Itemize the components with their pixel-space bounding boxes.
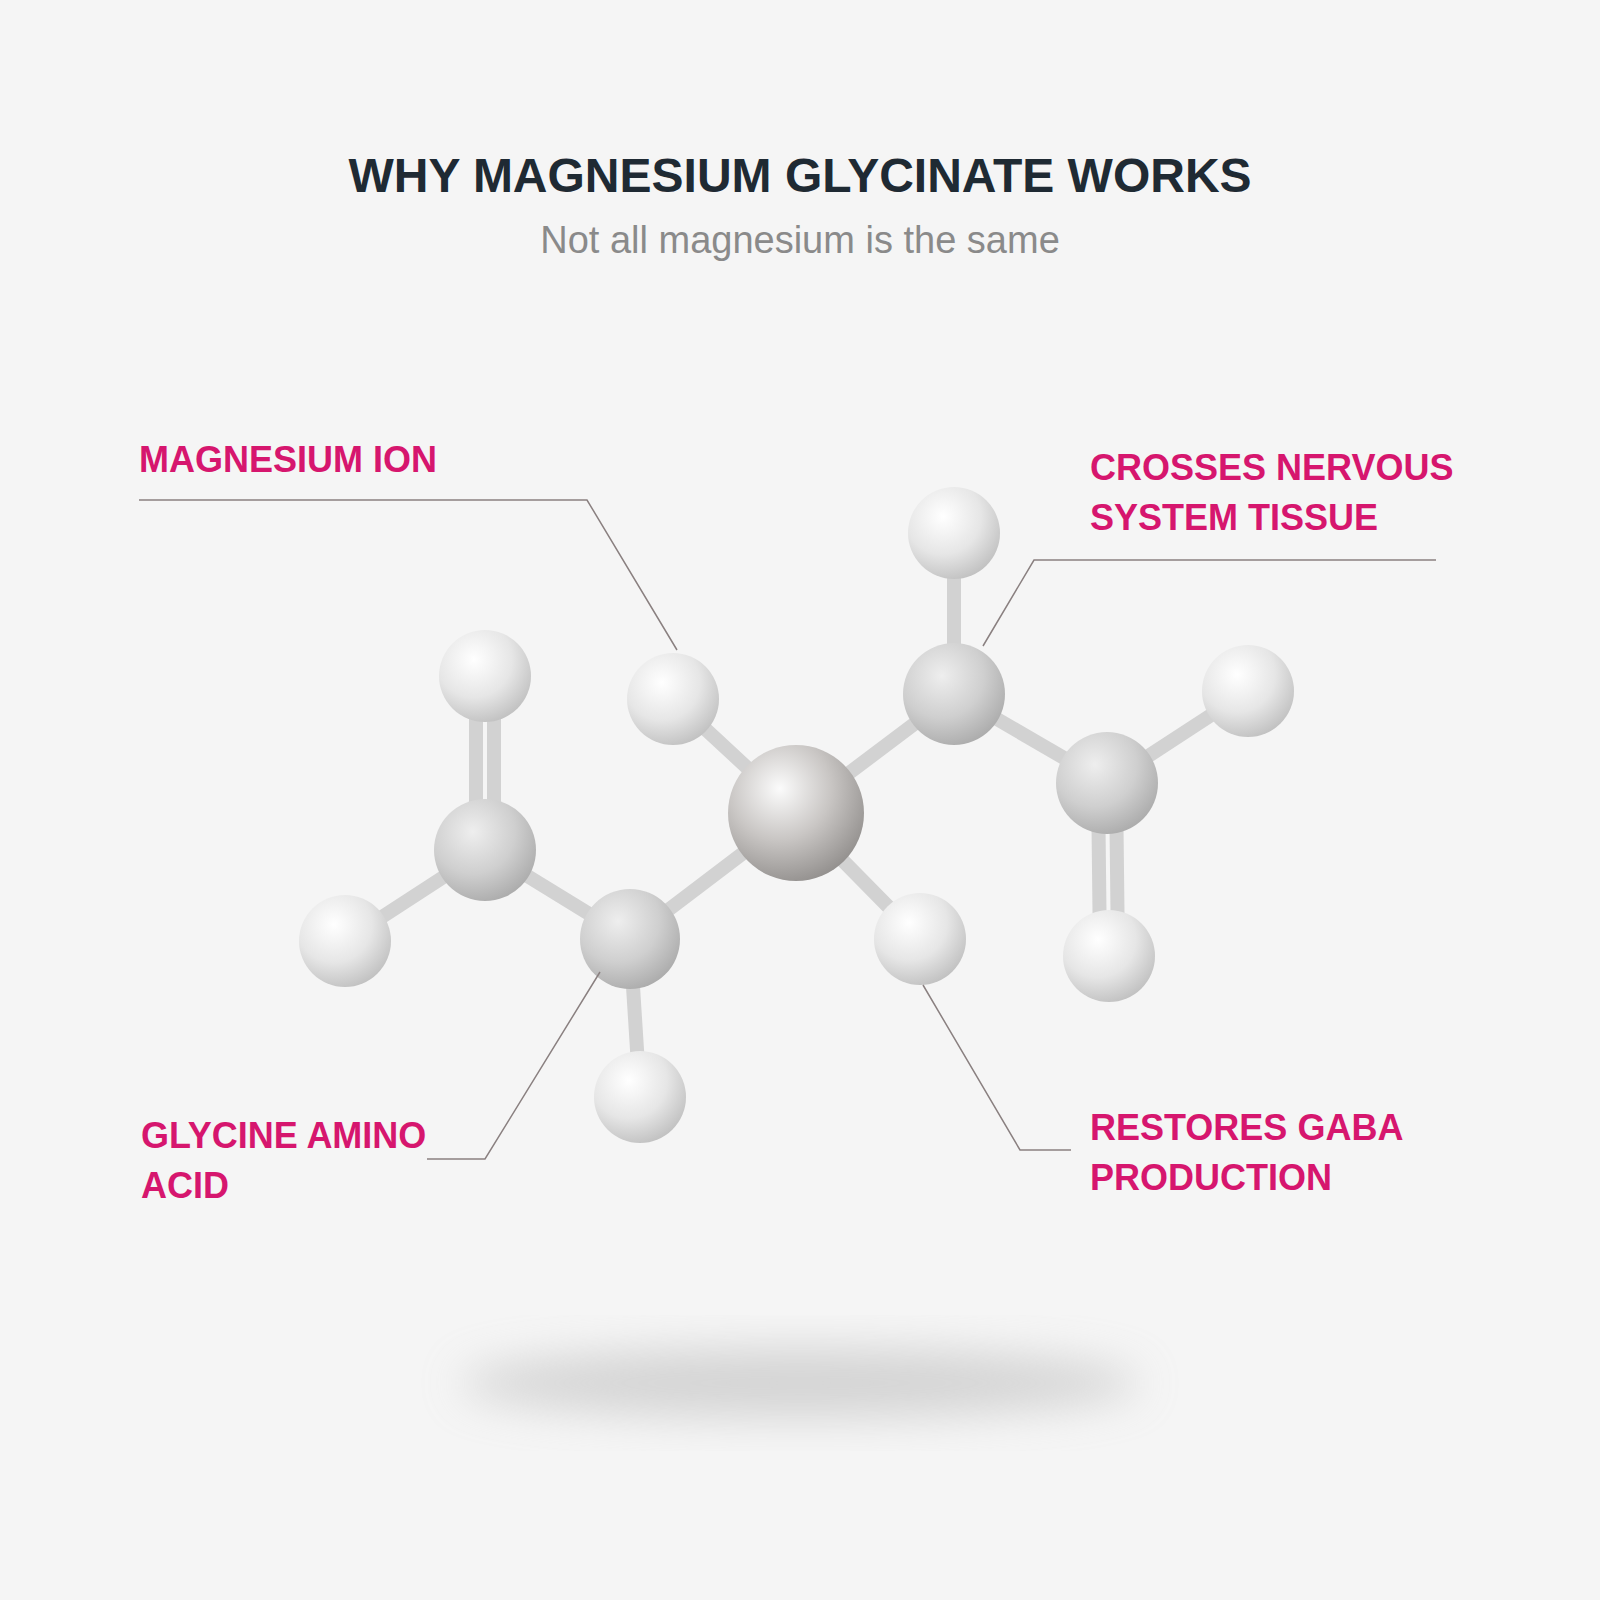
atom — [594, 1051, 686, 1143]
atom — [627, 653, 719, 745]
atom — [908, 487, 1000, 579]
subtitle: Not all magnesium is the same — [0, 217, 1600, 263]
magnesium-atom — [728, 745, 864, 881]
atom — [434, 799, 536, 901]
leader-line — [427, 972, 600, 1159]
callout-label: RESTORES GABA PRODUCTION — [1090, 1103, 1560, 1203]
bonds — [345, 533, 1248, 1097]
atoms — [299, 487, 1294, 1143]
atom — [299, 895, 391, 987]
leader-lines — [139, 500, 1436, 1159]
title: WHY MAGNESIUM GLYCINATE WORKS — [0, 148, 1600, 204]
atom — [580, 889, 680, 989]
callout-label: GLYCINE AMINO ACID — [141, 1111, 441, 1211]
callout-label: MAGNESIUM ION — [139, 435, 619, 485]
leader-line — [923, 985, 1071, 1150]
shadow — [460, 1349, 1140, 1417]
atom — [1063, 910, 1155, 1002]
leader-line — [139, 500, 677, 650]
atom — [1202, 645, 1294, 737]
atom — [439, 630, 531, 722]
atom — [1056, 732, 1158, 834]
atom — [903, 643, 1005, 745]
atom — [874, 893, 966, 985]
callout-label: CROSSES NERVOUS SYSTEM TISSUE — [1090, 443, 1560, 543]
leader-line — [983, 560, 1436, 646]
